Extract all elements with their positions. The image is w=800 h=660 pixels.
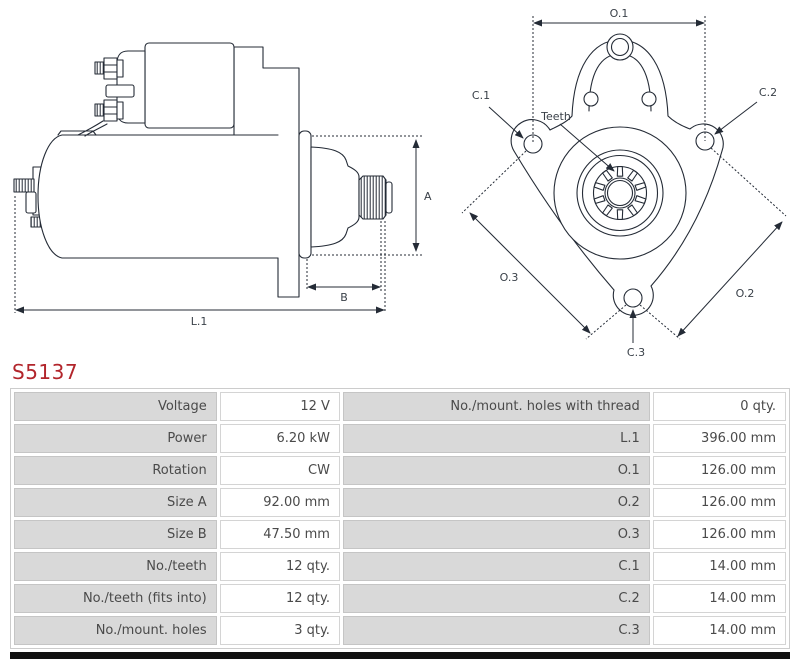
- spec-label: No./teeth (fits into): [14, 584, 217, 613]
- lower-terminal-washer: [116, 101, 124, 120]
- pinion-end-cap: [385, 181, 393, 214]
- gear-bore-inner: [606, 179, 634, 207]
- drive-housing: [310, 146, 360, 248]
- pinion-side: [358, 175, 387, 220]
- motor-body: [37, 134, 279, 259]
- arch-hole-left: [583, 91, 599, 107]
- spec-label: O.2: [342, 488, 650, 517]
- spec-value: 47.50 mm: [219, 520, 340, 549]
- spec-value: 126.00 mm: [652, 520, 786, 549]
- spec-label: L.1: [342, 424, 650, 453]
- dim-label-o3: O.3: [500, 271, 519, 284]
- spec-value: CW: [219, 456, 340, 485]
- spec-label: Size B: [14, 520, 217, 549]
- spec-label: O.3: [342, 520, 650, 549]
- section-divider-bar: [10, 652, 790, 659]
- dim-label-o2: O.2: [736, 287, 755, 300]
- mount-hole-c1: [523, 134, 543, 154]
- technical-drawings: A B L.1: [13, 7, 787, 359]
- lower-terminal-nut: [103, 99, 118, 122]
- leader-c1: [488, 106, 524, 139]
- side-view-dimensions: [14, 135, 424, 314]
- spec-label: No./teeth: [14, 552, 217, 581]
- flange-lip: [298, 130, 312, 259]
- product-code: S5137: [12, 360, 79, 384]
- dim-line-o3: [469, 212, 591, 334]
- spec-value: 12 qty.: [219, 584, 340, 613]
- starter-motor-drawing-svg: A B L.1: [13, 7, 787, 359]
- body-top-lip: [57, 130, 97, 136]
- spec-value: 126.00 mm: [652, 456, 786, 485]
- mount-hole-c3: [623, 288, 643, 308]
- dim-label-l1: L.1: [191, 315, 208, 328]
- spec-value: 12 V: [219, 392, 340, 421]
- spec-label: C.3: [342, 616, 650, 645]
- spec-value: 126.00 mm: [652, 488, 786, 517]
- leader-teeth: [559, 123, 615, 172]
- rear-block: [25, 191, 37, 214]
- spec-label: O.1: [342, 456, 650, 485]
- front-view-drawing: [510, 33, 724, 316]
- spec-value: 14.00 mm: [652, 552, 786, 581]
- hole-label-c2: C.2: [759, 86, 777, 99]
- arch-hole-right: [641, 91, 657, 107]
- teeth-label: Teeth: [540, 110, 571, 123]
- hole-label-c3: C.3: [627, 346, 645, 358]
- hole-label-c1: C.1: [472, 89, 490, 102]
- rear-threaded-stud: [13, 178, 35, 193]
- spec-value: 6.20 kW: [219, 424, 340, 453]
- terminal-wire-2: [84, 123, 108, 137]
- spec-label: No./mount. holes: [14, 616, 217, 645]
- dim-line-o2: [677, 221, 783, 337]
- leader-c2: [714, 101, 758, 135]
- spec-value: 12 qty.: [219, 552, 340, 581]
- spec-label: C.2: [342, 584, 650, 613]
- spec-label: C.1: [342, 552, 650, 581]
- spec-value: 14.00 mm: [652, 616, 786, 645]
- dim-label-o1: O.1: [610, 7, 629, 20]
- spec-value: 396.00 mm: [652, 424, 786, 453]
- apex-hole: [610, 37, 630, 57]
- spec-value: 3 qty.: [219, 616, 340, 645]
- side-view-drawing: [13, 42, 393, 298]
- solenoid-tab: [105, 84, 135, 98]
- spec-label: Rotation: [14, 456, 217, 485]
- spec-value: 14.00 mm: [652, 584, 786, 613]
- spec-label: Size A: [14, 488, 217, 517]
- gear-teeth: [593, 166, 647, 220]
- spec-value: 0 qty.: [652, 392, 786, 421]
- spec-value: 92.00 mm: [219, 488, 340, 517]
- solenoid-body: [144, 42, 235, 129]
- dim-label-a: A: [424, 190, 432, 203]
- terminal-wire: [77, 120, 104, 136]
- spec-label: Voltage: [14, 392, 217, 421]
- spec-label: Power: [14, 424, 217, 453]
- upper-terminal-washer: [116, 59, 124, 78]
- upper-terminal-nut: [103, 57, 118, 80]
- dim-label-b: B: [340, 291, 348, 304]
- front-view-dimensions: [461, 16, 787, 343]
- spec-label: No./mount. holes with thread: [342, 392, 650, 421]
